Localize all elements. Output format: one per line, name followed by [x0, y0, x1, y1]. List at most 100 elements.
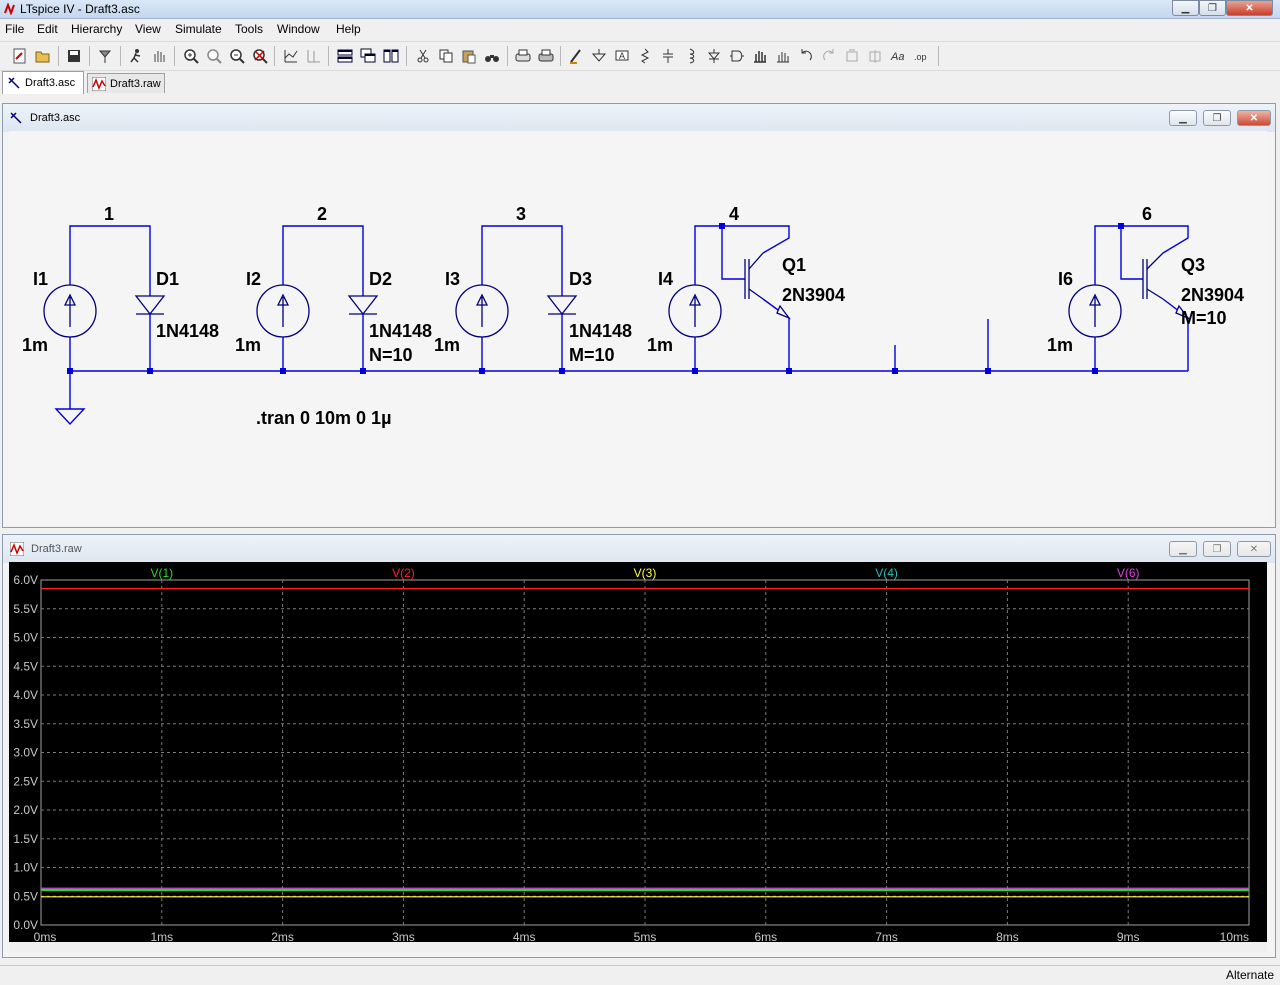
zoom-out-icon[interactable] — [228, 47, 246, 65]
menu-help[interactable]: Help — [336, 22, 361, 36]
label-icon[interactable]: A — [613, 47, 631, 65]
svg-text:Aa: Aa — [890, 51, 904, 63]
mark-icon[interactable] — [305, 47, 323, 65]
undo-icon[interactable] — [797, 47, 815, 65]
print-icon[interactable] — [537, 47, 555, 65]
waveform-maximize-button[interactable]: ❐ — [1203, 541, 1231, 557]
menu-hierarchy[interactable]: Hierarchy — [71, 22, 123, 36]
control-panel-icon[interactable] — [96, 47, 114, 65]
y-tick-label: 4.0V — [13, 688, 38, 702]
npn-transistor-symbol — [1142, 252, 1190, 320]
tile-vertical-icon[interactable] — [382, 47, 400, 65]
rotate-icon[interactable] — [843, 47, 861, 65]
capacitor-icon[interactable] — [659, 47, 677, 65]
inductor-icon[interactable] — [682, 47, 700, 65]
document-tabs: Draft3.asc Draft3.raw — [0, 71, 1280, 95]
open-icon[interactable] — [34, 47, 52, 65]
new-schematic-icon[interactable] — [11, 47, 29, 65]
find-icon[interactable] — [483, 47, 501, 65]
menu-file[interactable]: File — [5, 22, 25, 36]
component-value: 2N3904 — [1181, 285, 1244, 305]
menu-edit[interactable]: Edit — [37, 22, 58, 36]
print-setup-icon[interactable] — [514, 47, 532, 65]
component-ref: D3 — [569, 269, 592, 289]
x-tick-label: 5ms — [634, 930, 657, 944]
status-bar: Alternate — [0, 965, 1280, 985]
component-ref: I6 — [1058, 269, 1073, 289]
legend-entry: V(2) — [392, 566, 415, 580]
save-icon[interactable] — [65, 47, 83, 65]
y-tick-label: 3.5V — [13, 717, 38, 731]
toolbar-separator — [174, 46, 175, 66]
spice-directive: .tran 0 10m 0 1µ — [256, 408, 391, 428]
x-tick-label: 9ms — [1117, 930, 1140, 944]
current-source-symbol — [668, 284, 722, 338]
move-icon[interactable] — [751, 47, 769, 65]
spice-directive-icon[interactable]: .op — [912, 47, 930, 65]
component-icon[interactable] — [728, 47, 746, 65]
component-param: M=10 — [1181, 308, 1227, 328]
schematic-close-button[interactable]: ✕ — [1237, 110, 1271, 126]
ground-icon[interactable] — [590, 47, 608, 65]
zoom-pan-icon[interactable] — [205, 47, 223, 65]
redo-icon[interactable] — [820, 47, 838, 65]
zoom-in-icon[interactable] — [182, 47, 200, 65]
waveform-close-button[interactable]: ✕ — [1237, 541, 1271, 557]
component-ref: I4 — [658, 269, 673, 289]
schematic-minimize-button[interactable]: ▁ — [1169, 110, 1197, 126]
tab-draft3-raw[interactable]: Draft3.raw — [87, 73, 165, 93]
menu-tools[interactable]: Tools — [235, 22, 264, 36]
diode-symbol — [134, 295, 166, 316]
npn-transistor-symbol — [744, 252, 791, 320]
tile-horizontal-icon[interactable] — [336, 47, 354, 65]
maximize-button[interactable]: ❐ — [1199, 0, 1226, 16]
component-param: N=10 — [369, 345, 413, 365]
y-tick-label: 0.5V — [13, 889, 38, 903]
schematic-window-titlebar: Draft3.asc ▁ ❐ ✕ — [3, 104, 1275, 132]
diode-icon[interactable] — [705, 47, 723, 65]
minimize-button[interactable]: ▁ — [1172, 0, 1199, 16]
component-ref: Q1 — [782, 255, 806, 275]
run-icon[interactable] — [127, 47, 145, 65]
node-label: 2 — [317, 204, 327, 224]
schematic-window-title: Draft3.asc — [30, 112, 81, 124]
node-label: 3 — [516, 204, 526, 224]
y-tick-label: 2.0V — [13, 803, 38, 817]
series — [41, 588, 1249, 898]
menu-simulate[interactable]: Simulate — [175, 22, 222, 36]
cut-icon[interactable] — [414, 47, 432, 65]
component-ref: D2 — [369, 269, 392, 289]
waveform-minimize-button[interactable]: ▁ — [1169, 541, 1197, 557]
halt-icon[interactable] — [150, 47, 168, 65]
close-button[interactable]: ✕ — [1226, 0, 1273, 16]
menu-window[interactable]: Window — [277, 22, 320, 36]
schematic-canvas[interactable]: 1 2 3 4 6 I1 1m D1 1N4148 I2 1m D2 1N414… — [9, 131, 1267, 522]
autorange-icon[interactable] — [282, 47, 300, 65]
menu-view[interactable]: View — [135, 22, 161, 36]
waveform-icon — [92, 76, 106, 91]
component-ref: I1 — [33, 269, 48, 289]
schematic-drawing[interactable]: 1 2 3 4 6 I1 1m D1 1N4148 I2 1m D2 1N414… — [9, 131, 1267, 522]
waveform-chart[interactable]: 0.0V0.5V1.0V1.5V2.0V2.5V3.0V3.5V4.0V4.5V… — [9, 562, 1267, 952]
copy-icon[interactable] — [437, 47, 455, 65]
mirror-icon[interactable] — [866, 47, 884, 65]
toolbar-separator — [938, 46, 939, 66]
cascade-icon[interactable] — [359, 47, 377, 65]
legend-entry: V(1) — [150, 566, 173, 580]
resistor-icon[interactable] — [636, 47, 654, 65]
y-tick-label: 5.0V — [13, 631, 38, 645]
zoom-cancel-icon[interactable] — [251, 47, 269, 65]
paste-icon[interactable] — [460, 47, 478, 65]
ltspice-app-icon — [4, 3, 15, 15]
component-value: 1N4148 — [369, 321, 432, 341]
tab-draft3-asc[interactable]: Draft3.asc — [2, 71, 84, 94]
drag-icon[interactable] — [774, 47, 792, 65]
schematic-icon — [8, 77, 20, 89]
schematic-maximize-button[interactable]: ❐ — [1203, 110, 1231, 126]
wire-icon[interactable] — [567, 47, 585, 65]
text-icon[interactable]: Aa — [889, 47, 907, 65]
window-title: LTspice IV - Draft3.asc — [20, 2, 140, 16]
x-tick-label: 1ms — [150, 930, 173, 944]
node-label: 4 — [729, 204, 739, 224]
